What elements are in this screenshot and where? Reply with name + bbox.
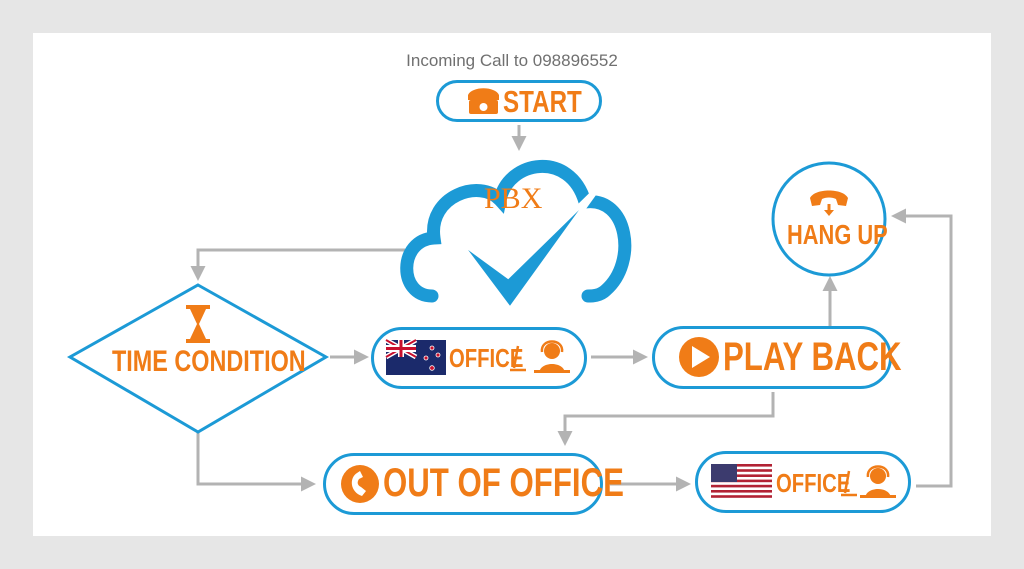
diagram-title: Incoming Call to 098896552 (406, 51, 618, 70)
hang-up-label: HANG UP (787, 219, 888, 250)
us-office-label: OFFICE (776, 468, 851, 498)
hang-up-phone-icon (810, 190, 848, 216)
play-back-label: PLAY BACK (723, 335, 902, 379)
hourglass-icon (186, 305, 210, 343)
hang-up-circle (771, 161, 887, 277)
pbx-cloud-icon (400, 159, 632, 315)
out-of-office-label: OUT OF OFFICE (383, 461, 624, 505)
start-label: START (503, 84, 582, 119)
time-condition-diamond (66, 283, 330, 434)
time-condition-label: TIME CONDITION (112, 345, 306, 378)
arrow-us-office-to-hang-up (891, 208, 953, 488)
arrow-time-condition-to-out-of-office (196, 432, 316, 492)
arrow-pbx-to-time-condition (190, 248, 405, 281)
pbx-label: PBX (484, 182, 543, 215)
nz-office-label: OFFICE (449, 343, 524, 373)
arrow-play-back-to-out-of-office (557, 392, 775, 446)
start-node (436, 80, 602, 122)
